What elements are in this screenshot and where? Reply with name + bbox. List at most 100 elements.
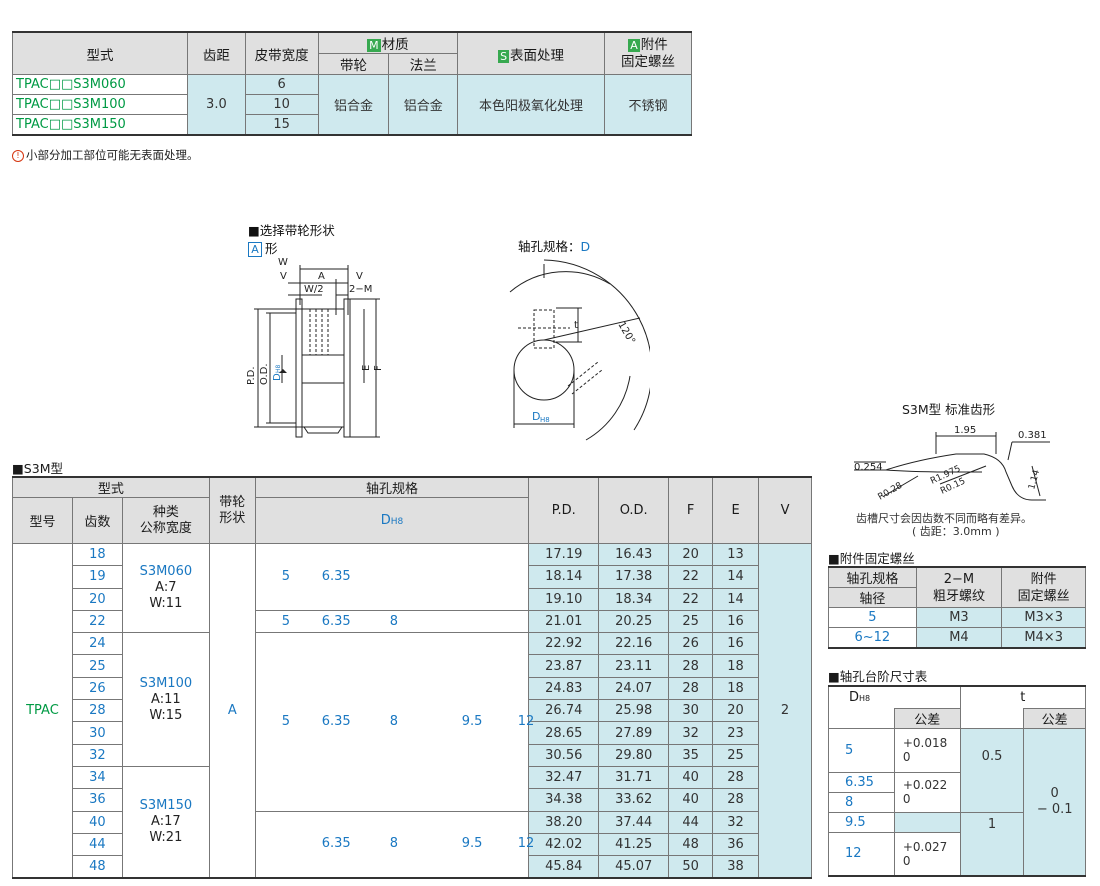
od-cell: 18.34 xyxy=(598,587,670,611)
pd-cell: 38.20 xyxy=(528,810,600,834)
spec-flange-material: 铝合金 xyxy=(388,74,459,135)
dim-d: D xyxy=(272,373,283,381)
step-t-tol: 0− 0.1 xyxy=(1023,727,1086,877)
type-cell: TPAC xyxy=(12,542,73,879)
e-cell: 28 xyxy=(712,788,760,812)
header-flange: 法兰 xyxy=(388,53,459,75)
od-cell: 45.07 xyxy=(598,855,670,879)
bore-title: 轴孔规格：D xyxy=(518,239,591,254)
step-d-8: 8 xyxy=(828,791,895,813)
spec-model-1: TPAC□□S3M060 xyxy=(11,74,189,95)
e-cell: 13 xyxy=(712,542,760,567)
f-cell: 32 xyxy=(668,721,714,745)
bore-size: 9.5 xyxy=(461,713,483,729)
e-cell: 18 xyxy=(712,676,760,701)
pd-cell: 22.92 xyxy=(528,632,600,656)
f-cell: 35 xyxy=(668,743,714,767)
shape-tag: A xyxy=(248,242,262,257)
h-bore: 轴孔规格 xyxy=(254,476,530,498)
bore-size: 5 xyxy=(281,613,291,629)
spec-width-2: 10 xyxy=(244,94,319,115)
od-cell: 16.43 xyxy=(598,542,670,567)
teeth-cell: 26 xyxy=(71,676,123,701)
h-step-t: t xyxy=(959,685,1087,708)
screw-dia-1: 5 xyxy=(828,607,917,628)
h-e: E xyxy=(712,476,760,544)
accessory-tag: A xyxy=(628,38,640,52)
pd-cell: 19.10 xyxy=(528,587,600,611)
tooth-profile-drawing: 1.95 0.381 0.254 R0.28 R1.975 R0.15 1.14 xyxy=(854,425,1050,503)
f-cell: 28 xyxy=(668,676,714,701)
h-kind: 种类公称宽度 xyxy=(121,497,210,544)
teeth-cell: 40 xyxy=(71,810,123,834)
teeth-cell: 32 xyxy=(71,743,123,767)
header-pulley: 带轮 xyxy=(317,53,390,75)
header-model: 型式 xyxy=(11,31,189,75)
pd-cell: 21.01 xyxy=(528,609,600,634)
f-cell: 25 xyxy=(668,609,714,634)
v-cell: 2 xyxy=(758,542,812,879)
teeth-cell: 18 xyxy=(71,542,123,567)
f-cell: 48 xyxy=(668,832,714,857)
h-screw-dia: 轴径 xyxy=(828,587,917,608)
h-f: F xyxy=(668,476,714,544)
teeth-cell: 22 xyxy=(71,609,123,634)
bore-size: 5 xyxy=(281,713,291,729)
f-cell: 22 xyxy=(668,587,714,611)
header-belt-width: 皮带宽度 xyxy=(244,31,319,75)
h-model: 型式 xyxy=(12,476,210,498)
pd-cell: 28.65 xyxy=(528,721,600,745)
h-od: O.D. xyxy=(598,476,670,544)
od-cell: 29.80 xyxy=(598,743,670,767)
s3m-table: 型式 带轮形状 轴孔规格 P.D. O.D. F E V 型号 齿数 种类公称宽… xyxy=(12,476,812,879)
bore-size: 6.35 xyxy=(321,613,351,629)
spec-model-3: TPAC□□S3M150 xyxy=(11,114,189,135)
e-cell: 25 xyxy=(712,743,760,767)
h-pd: P.D. xyxy=(528,476,600,544)
teeth-cell: 20 xyxy=(71,587,123,611)
e-cell: 16 xyxy=(712,609,760,634)
teeth-cell: 30 xyxy=(71,721,123,745)
tooth-dim-195: 1.95 xyxy=(954,425,976,436)
od-cell: 23.11 xyxy=(598,654,670,678)
screw-thread-1: M3 xyxy=(915,607,1003,628)
od-cell: 20.25 xyxy=(598,609,670,634)
screw-title: ■附件固定螺丝 xyxy=(828,551,915,566)
surface-note: !小部分加工部位可能无表面处理。 xyxy=(12,147,199,163)
e-cell: 36 xyxy=(712,832,760,857)
teeth-cell: 36 xyxy=(71,788,123,812)
bore-size: 9.5 xyxy=(461,836,483,852)
dim-a: A xyxy=(318,271,325,282)
step-d-5: 5 xyxy=(828,727,895,773)
f-cell: 40 xyxy=(668,765,714,790)
e-cell: 18 xyxy=(712,654,760,678)
step-d-635: 6.35 xyxy=(828,771,895,793)
dim-v-left: V xyxy=(280,271,287,282)
dim-w2: W/2 xyxy=(304,284,324,295)
od-cell: 37.44 xyxy=(598,810,670,834)
bore-size: 6.35 xyxy=(321,836,351,852)
tooth-title: S3M型 标准齿形 xyxy=(902,402,996,417)
tooth-note-1: 齿槽尺寸会因齿数不同而略有差异。 xyxy=(856,512,1032,525)
dim-t: t xyxy=(574,320,578,331)
bore-size: 5 xyxy=(281,568,291,584)
pulley-side-drawing: W V A V W/2 2−M P.D. O.D. D H8 E F xyxy=(246,257,384,438)
e-cell: 38 xyxy=(712,855,760,879)
teeth-cell: 24 xyxy=(71,632,123,656)
material-tag: M xyxy=(367,39,381,52)
pd-cell: 32.47 xyxy=(528,765,600,790)
f-cell: 30 xyxy=(668,699,714,723)
